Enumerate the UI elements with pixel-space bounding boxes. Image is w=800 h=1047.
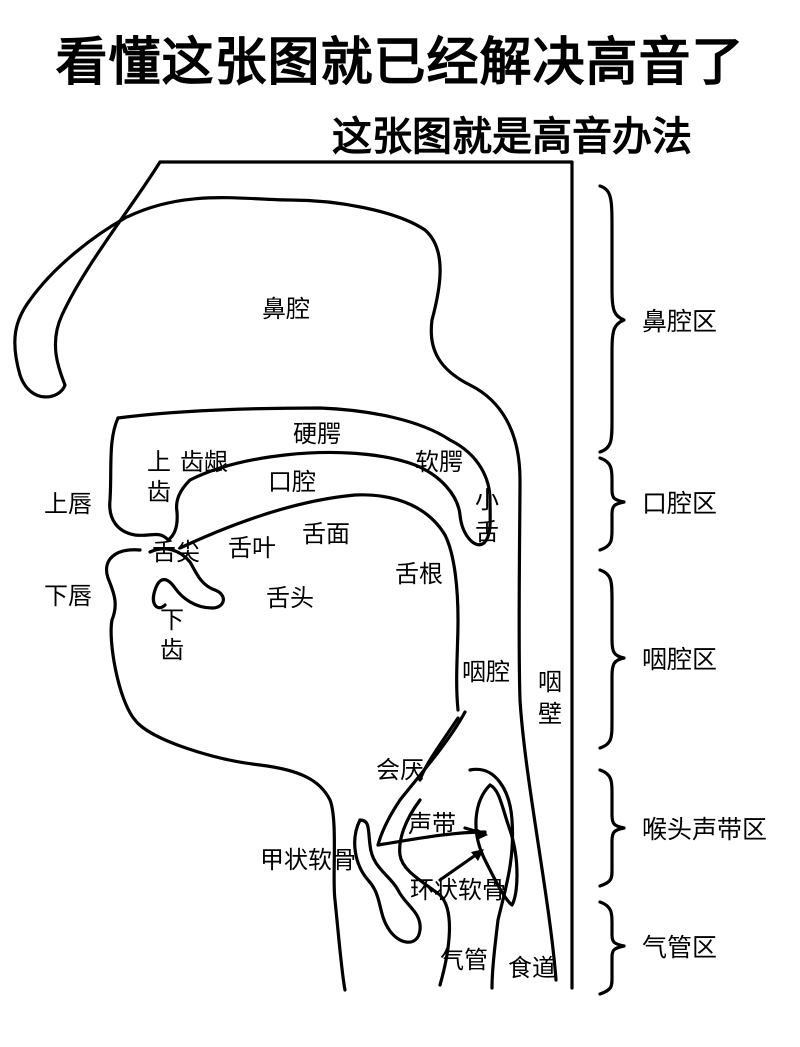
- zone-labels: 鼻腔区 口腔区 咽腔区 喉头声带区 气管区: [642, 307, 767, 962]
- label-vocal-cords: 声带: [408, 810, 456, 838]
- label-esophagus: 食道: [508, 954, 556, 982]
- zone-label-oral: 口腔区: [642, 489, 717, 518]
- label-oral-cavity: 口腔: [268, 468, 316, 496]
- larynx-wall-right: [468, 767, 515, 990]
- tongue-tip-outline: [148, 547, 225, 610]
- label-upper-teeth-2: 齿: [147, 478, 171, 506]
- label-alveolar-ridge: 齿龈: [180, 448, 228, 476]
- label-cricoid-cartilage: 环状软骨: [410, 876, 506, 904]
- upper-lip-outline: [108, 416, 170, 542]
- label-nasal-cavity: 鼻腔: [262, 295, 310, 323]
- hard-palate-outline: [116, 406, 492, 547]
- label-pharynx: 咽腔: [462, 658, 510, 686]
- label-tongue-tip: 舌尖: [152, 538, 200, 566]
- brace-larynx: [598, 768, 626, 888]
- head-outline: [13, 160, 574, 992]
- label-upper-lip: 上唇: [44, 490, 92, 518]
- label-hard-palate: 硬腭: [293, 420, 341, 448]
- label-soft-palate: 软腭: [415, 448, 463, 476]
- tongue-surface-outline: [178, 493, 460, 712]
- arrows: [438, 826, 488, 882]
- brace-trachea: [598, 900, 626, 996]
- anatomy-labels: 鼻腔 硬腭 上 齿 齿龈 口腔 软腭 小 舌 上唇 下唇 舌尖 舌叶 舌面 舌根…: [44, 295, 562, 982]
- label-lower-teeth-2: 齿: [160, 636, 184, 664]
- label-epiglottis: 会厌: [376, 756, 424, 784]
- label-uvula-2: 舌: [475, 518, 499, 546]
- lower-lip-outline: [105, 548, 347, 992]
- label-tongue-body: 舌头: [266, 584, 314, 612]
- page-subtitle: 这张图就是高音办法: [332, 114, 692, 160]
- epiglottis-inner: [418, 716, 460, 782]
- epiglottis-outline: [376, 710, 467, 847]
- back-wall-line: [158, 160, 574, 990]
- label-lower-lip: 下唇: [44, 582, 92, 610]
- larynx-wall-left: [398, 798, 451, 987]
- cricoid-cartilage-outline: [474, 783, 519, 907]
- label-thyroid-cartilage: 甲状软骨: [260, 846, 356, 874]
- brace-nasal: [598, 184, 626, 454]
- zone-label-trachea: 气管区: [642, 933, 717, 962]
- label-lower-teeth-1: 下: [160, 606, 184, 634]
- label-trachea: 气管: [440, 946, 488, 974]
- zone-label-larynx: 喉头声带区: [642, 815, 767, 844]
- label-tongue-root: 舌根: [395, 560, 443, 588]
- zone-label-pharynx: 咽腔区: [642, 645, 717, 674]
- zone-label-nasal: 鼻腔区: [642, 307, 717, 336]
- brace-pharynx: [598, 568, 626, 750]
- brace-oral: [598, 456, 626, 552]
- label-pharynx-wall-1: 咽: [538, 668, 562, 696]
- thyroid-cartilage-outline: [353, 818, 422, 944]
- label-uvula-1: 小: [475, 486, 499, 514]
- label-pharynx-wall-2: 壁: [538, 700, 562, 728]
- label-tongue-surface: 舌面: [302, 520, 350, 548]
- page-title: 看懂这张图就已经解决高音了: [55, 33, 745, 93]
- label-upper-teeth-1: 上: [147, 448, 171, 476]
- label-tongue-blade: 舌叶: [228, 534, 276, 562]
- region-braces: [598, 184, 626, 996]
- nasal-cavity-outline: [13, 160, 558, 982]
